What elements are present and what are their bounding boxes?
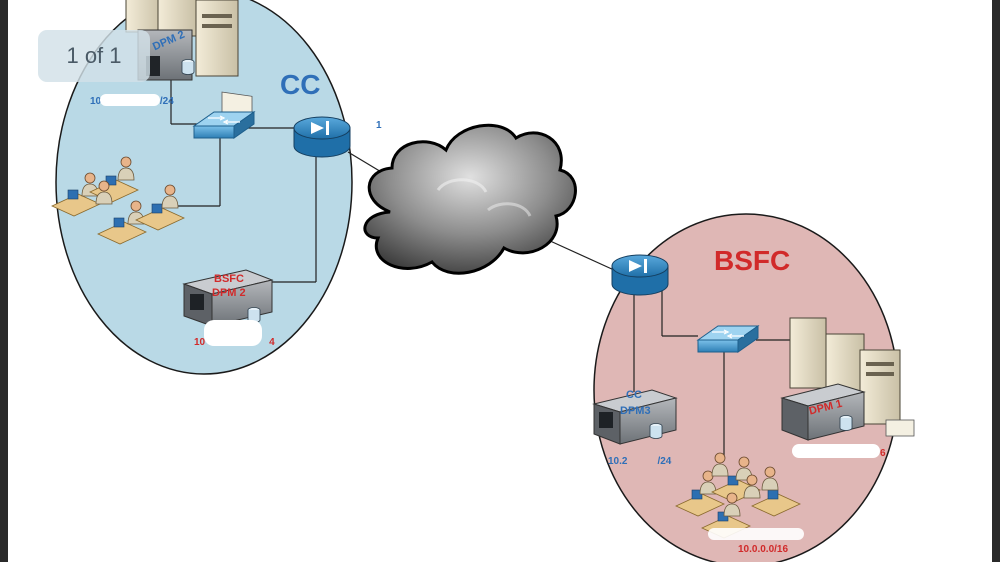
cc-bsfc-dpm-label-line1: BSFC — [214, 273, 244, 285]
cc-top-storage-icon — [181, 59, 195, 75]
bsfc-cc-storage-icon — [649, 423, 663, 439]
cc-site-title: CC — [280, 69, 320, 100]
bsfc-workstation-subnet-redaction — [708, 528, 804, 540]
bsfc-cc-dpm-label-line2: DPM3 — [620, 405, 651, 417]
bsfc-switch-icon — [696, 325, 760, 353]
bsfc-workstation-subnet-label: 10.0.0.0/16 — [738, 544, 788, 555]
bsfc-dpm1-ip-redaction — [792, 444, 880, 458]
cc-subnet-redaction — [100, 94, 160, 106]
bsfc-router-icon — [611, 254, 669, 296]
bsfc-dpm1-ip-label: 6 — [880, 448, 886, 459]
cc-site-zone — [55, 0, 353, 375]
cc-dpm-ip-redaction — [204, 320, 262, 346]
bsfc-cc-dpm-label-line1: CC — [626, 389, 642, 401]
network-diagram: DPM 2 10./24 CC 1 — [51, 0, 915, 562]
internet-cloud-icon — [363, 123, 577, 275]
cc-router-icon — [293, 116, 351, 158]
document-page: DPM 2 10./24 CC 1 — [8, 0, 992, 562]
bsfc-server-cluster-icon — [780, 317, 915, 441]
bsfc-dpm1-storage-icon — [839, 415, 853, 431]
cc-subnet-label: 10./24 — [90, 96, 174, 107]
cc-router-ip-label: 1 — [376, 120, 382, 131]
bsfc-dpm3-ip-label: 10.2/24 — [608, 456, 672, 467]
bsfc-site-title: BSFC — [714, 245, 790, 276]
page-counter: 1 of 1 — [38, 30, 150, 82]
cc-switch-icon — [192, 111, 256, 139]
cc-bsfc-dpm-label-line2: DPM 2 — [212, 287, 246, 299]
